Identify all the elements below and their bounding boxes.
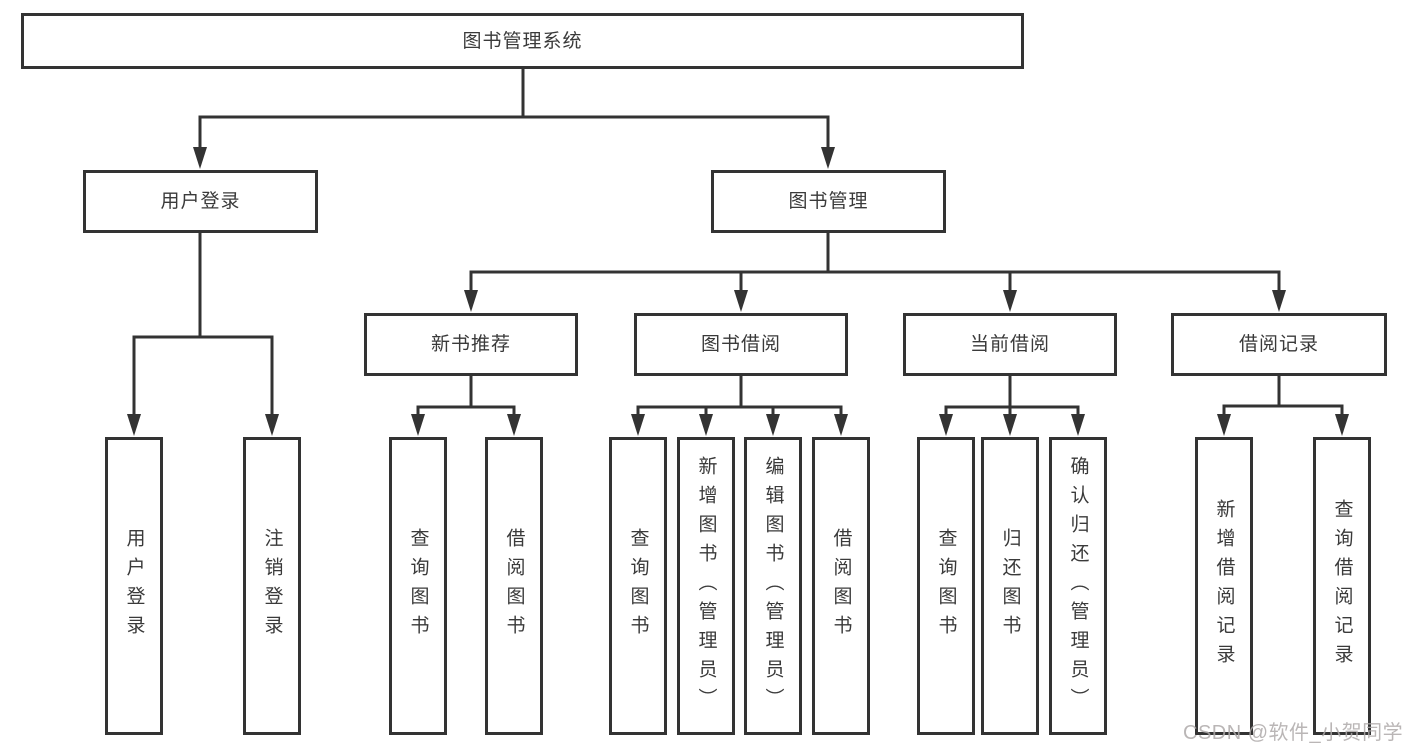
leaf-query-books-borrow-label: 查询图书 <box>627 528 649 644</box>
leaf-query-borrow-record: 查询借阅记录 <box>1313 437 1371 735</box>
leaf-add-borrow-record-label: 新增借阅记录 <box>1213 499 1235 673</box>
node-new-book-recommend: 新书推荐 <box>364 313 578 376</box>
node-root: 图书管理系统 <box>21 13 1024 69</box>
leaf-borrow-books-borrow: 借阅图书 <box>812 437 870 735</box>
node-root-label: 图书管理系统 <box>462 30 583 52</box>
node-current-borrow: 当前借阅 <box>903 313 1117 376</box>
leaf-borrow-books-borrow-label: 借阅图书 <box>830 528 852 644</box>
node-book-management-label: 图书管理 <box>788 191 869 212</box>
leaf-confirm-return-admin-label: 确认归还（管理员） <box>1067 455 1089 717</box>
leaf-add-borrow-record: 新增借阅记录 <box>1195 437 1253 735</box>
leaf-return-books: 归还图书 <box>981 437 1039 735</box>
node-new-book-recommend-label: 新书推荐 <box>430 334 511 355</box>
leaf-query-books-borrow: 查询图书 <box>609 437 667 735</box>
leaf-borrow-books-recommend: 借阅图书 <box>485 437 543 735</box>
node-borrow-records-label: 借阅记录 <box>1238 334 1319 355</box>
leaf-edit-books-admin: 编辑图书（管理员） <box>744 437 802 735</box>
leaf-return-books-label: 归还图书 <box>999 528 1021 644</box>
leaf-add-books-admin-label: 新增图书（管理员） <box>695 455 717 717</box>
leaf-confirm-return-admin: 确认归还（管理员） <box>1049 437 1107 735</box>
leaf-query-books-current-label: 查询图书 <box>935 528 957 644</box>
leaf-query-books-recommend-label: 查询图书 <box>407 528 429 644</box>
node-book-management: 图书管理 <box>711 170 946 233</box>
leaf-logout-label: 注销登录 <box>261 528 283 644</box>
node-user-login: 用户登录 <box>83 170 318 233</box>
leaf-user-login-label: 用户登录 <box>123 528 145 644</box>
arrowheads <box>127 147 1349 436</box>
leaf-add-books-admin: 新增图书（管理员） <box>677 437 735 735</box>
leaf-query-borrow-record-label: 查询借阅记录 <box>1331 499 1353 673</box>
node-current-borrow-label: 当前借阅 <box>969 334 1050 355</box>
node-user-login-label: 用户登录 <box>160 191 241 212</box>
leaf-query-books-current: 查询图书 <box>917 437 975 735</box>
leaf-user-login: 用户登录 <box>105 437 163 735</box>
connector-lines <box>132 67 1344 418</box>
leaf-edit-books-admin-label: 编辑图书（管理员） <box>762 455 784 717</box>
leaf-borrow-books-recommend-label: 借阅图书 <box>503 528 525 644</box>
node-borrow-records: 借阅记录 <box>1171 313 1387 376</box>
node-book-borrow: 图书借阅 <box>634 313 848 376</box>
csdn-watermark: CSDN @软件_小贺同学 <box>1183 722 1404 744</box>
leaf-query-books-recommend: 查询图书 <box>389 437 447 735</box>
node-book-borrow-label: 图书借阅 <box>700 334 781 355</box>
leaf-logout: 注销登录 <box>243 437 301 735</box>
